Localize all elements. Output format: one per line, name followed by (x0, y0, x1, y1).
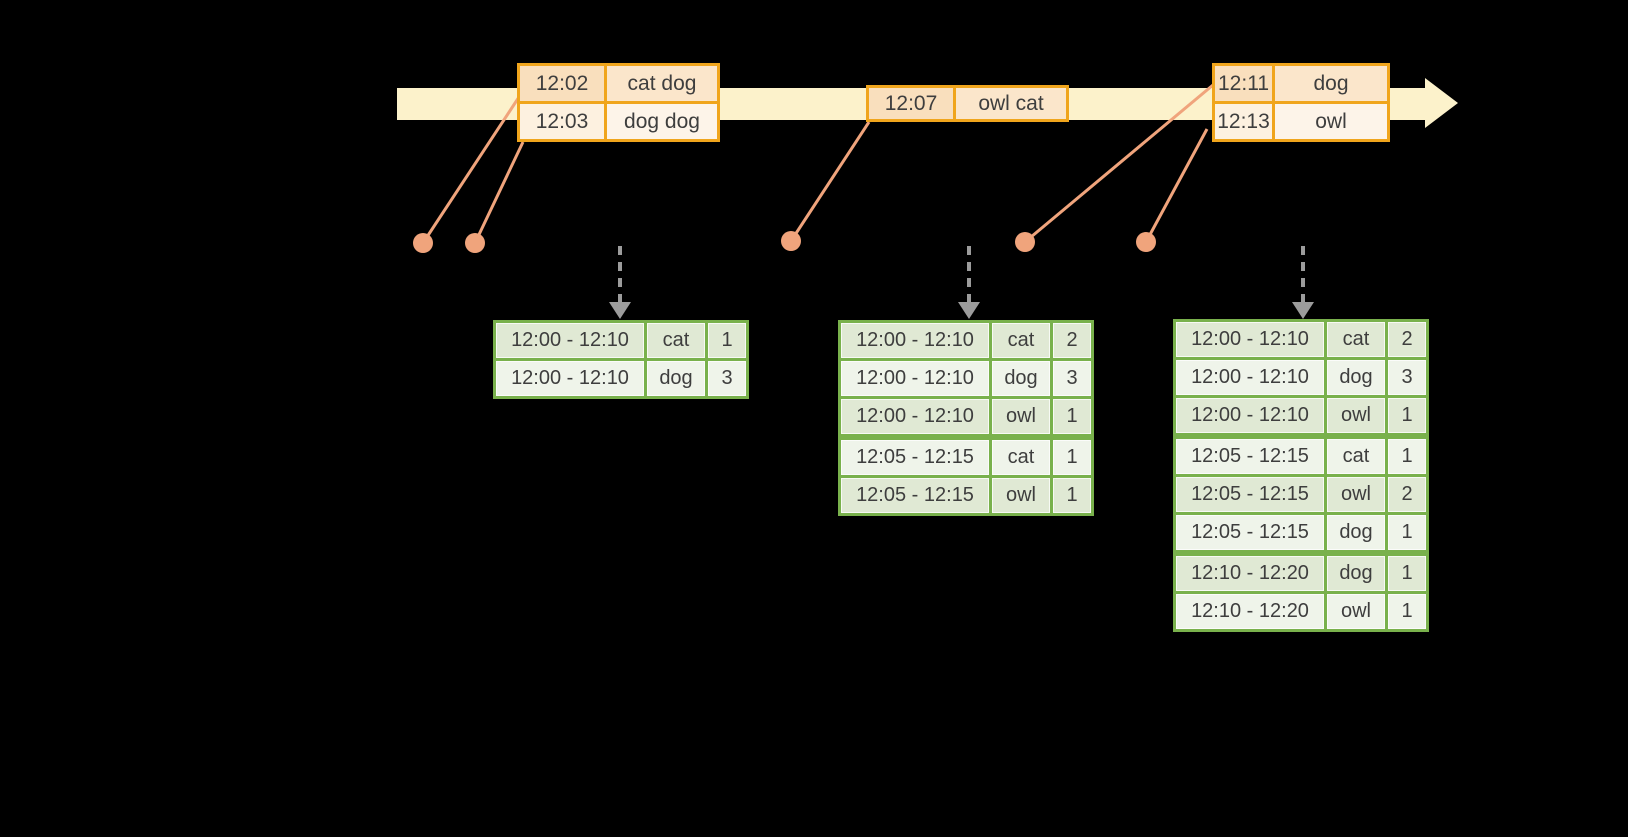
window-cell: 12:05 - 12:15 (1176, 477, 1324, 512)
window-cell: 12:05 - 12:15 (841, 478, 989, 513)
word-cell: owl (1327, 477, 1385, 512)
event-time-cell: 12:02 (520, 66, 604, 101)
word-cell: dog (1327, 360, 1385, 395)
event-time-cell: 12:03 (520, 104, 604, 139)
word-cell: cat (992, 323, 1050, 358)
event-dot-5 (1136, 232, 1156, 252)
count-cell: 1 (1388, 515, 1426, 550)
count-cell: 2 (1388, 477, 1426, 512)
word-cell: dog (992, 361, 1050, 396)
count-cell: 3 (1388, 360, 1426, 395)
trigger-arrows (609, 246, 1314, 319)
window-cell: 12:05 - 12:15 (841, 440, 989, 475)
count-cell: 2 (1388, 322, 1426, 357)
word-cell: cat (1327, 322, 1385, 357)
count-cell: 1 (1053, 440, 1091, 475)
count-cell: 1 (1053, 399, 1091, 434)
event-connector-lines (421, 83, 1214, 244)
window-cell: 12:10 - 12:20 (1176, 556, 1324, 591)
event-time-cell: 12:07 (869, 88, 953, 119)
event-time-cell: 12:13 (1215, 104, 1272, 139)
event-dot-3 (781, 231, 801, 251)
word-cell: cat (1327, 439, 1385, 474)
count-cell: 1 (1388, 398, 1426, 433)
event-dots (413, 231, 1156, 253)
count-cell: 1 (1388, 594, 1426, 629)
count-cell: 1 (708, 323, 746, 358)
word-cell: owl (1327, 398, 1385, 433)
event-dot-4 (1015, 232, 1035, 252)
window-cell: 12:00 - 12:10 (841, 323, 989, 358)
event-words-cell: owl cat (956, 88, 1066, 119)
count-cell: 2 (1053, 323, 1091, 358)
word-cell: owl (1327, 594, 1385, 629)
count-cell: 1 (1388, 556, 1426, 591)
word-cell: owl (992, 478, 1050, 513)
event-words-cell: cat dog (607, 66, 717, 101)
window-cell: 12:00 - 12:10 (1176, 398, 1324, 433)
window-cell: 12:10 - 12:20 (1176, 594, 1324, 629)
window-cell: 12:00 - 12:10 (841, 361, 989, 396)
word-cell: dog (1327, 556, 1385, 591)
event-line-3 (789, 121, 871, 242)
count-cell: 1 (1053, 478, 1091, 513)
count-cell: 1 (1388, 439, 1426, 474)
word-cell: cat (992, 440, 1050, 475)
window-cell: 12:00 - 12:10 (841, 399, 989, 434)
trigger-arrow-1 (609, 246, 631, 319)
word-cell: dog (1327, 515, 1385, 550)
window-cell: 12:00 - 12:10 (1176, 360, 1324, 395)
event-dot-1 (413, 233, 433, 253)
event-line-5 (1144, 128, 1209, 243)
window-cell: 12:00 - 12:10 (1176, 322, 1324, 357)
count-cell: 3 (1053, 361, 1091, 396)
event-words-cell: owl (1275, 104, 1387, 139)
window-cell: 12:05 - 12:15 (1176, 439, 1324, 474)
event-line-1 (421, 96, 521, 244)
count-cell: 3 (708, 361, 746, 396)
event-time-cell: 12:11 (1215, 66, 1272, 101)
event-line-4 (1024, 83, 1214, 244)
event-words-cell: dog (1275, 66, 1387, 101)
word-cell: cat (647, 323, 705, 358)
word-cell: owl (992, 399, 1050, 434)
window-cell: 12:05 - 12:15 (1176, 515, 1324, 550)
event-line-2 (473, 141, 525, 244)
event-words-cell: dog dog (607, 104, 717, 139)
window-cell: 12:00 - 12:10 (496, 361, 644, 396)
window-cell: 12:00 - 12:10 (496, 323, 644, 358)
word-cell: dog (647, 361, 705, 396)
trigger-arrow-2 (958, 246, 980, 319)
event-dot-2 (465, 233, 485, 253)
trigger-arrow-3 (1292, 246, 1314, 319)
